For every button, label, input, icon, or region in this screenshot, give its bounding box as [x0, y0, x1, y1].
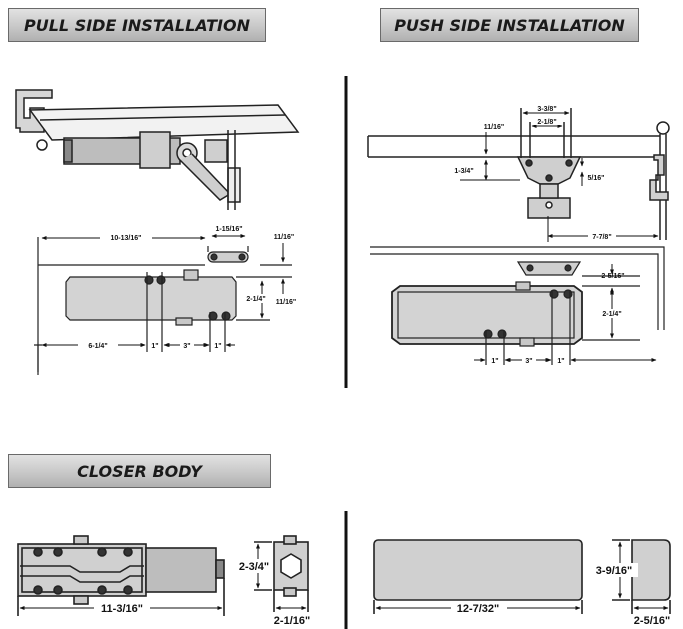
push-dim-label: 1-3/4"	[454, 168, 473, 175]
pull-dim-label: 1"	[151, 343, 158, 350]
push-dim-label: 5/16"	[588, 175, 605, 182]
push-side-template-labels: 2-5/16" 2-1/4" 1" 3" 1"	[489, 273, 626, 365]
pull-dim-label: 11/16"	[276, 299, 296, 306]
pull-dim-label: 1-15/16"	[215, 226, 242, 233]
pull-dim-label: 2-1/4"	[246, 296, 265, 303]
push-side-title: PUSH SIDE INSTALLATION	[380, 8, 639, 42]
push-side-top-view	[367, 108, 670, 240]
push-dim-label: 2-1/4"	[602, 311, 621, 318]
push-dim-label: 2-5/16"	[601, 273, 624, 280]
push-dim-label: 3"	[525, 358, 532, 365]
body-dim-label: 12-7/32"	[457, 603, 500, 615]
body-dim-label: 2-3/4"	[239, 561, 269, 573]
push-dim-label: 2-1/8"	[537, 119, 556, 126]
closer-body-end-view	[254, 535, 309, 612]
pull-side-top-view	[15, 89, 300, 210]
closer-body-side-view	[17, 535, 225, 616]
pull-dim-label: 10-13/16"	[111, 235, 142, 242]
closer-body-title: CLOSER BODY	[8, 454, 271, 488]
push-dim-label: 3-3/8"	[537, 106, 556, 113]
body-dim-label: 2-5/16"	[634, 615, 670, 627]
pull-dim-label: 6-1/4"	[88, 343, 107, 350]
pull-side-title: PULL SIDE INSTALLATION	[8, 8, 266, 42]
closer-cover-end-view	[612, 539, 671, 614]
body-dim-label: 11-3/16"	[101, 603, 143, 615]
pull-dim-label: 1"	[214, 343, 221, 350]
pull-side-template	[34, 237, 292, 375]
pull-dim-label: 11/16"	[274, 234, 294, 241]
push-dim-label: 7-7/8"	[592, 234, 611, 241]
body-dim-label: 3-9/16"	[596, 565, 632, 577]
closer-body-dimension-labels: 2-3/4" 11-3/16" 2-1/16" 3-9/16" 12-7/32"…	[94, 559, 670, 627]
closer-cover-side-view	[373, 539, 583, 614]
pull-dim-label: 3"	[183, 343, 190, 350]
body-dim-label: 2-1/16"	[274, 615, 310, 627]
push-dim-label: 1"	[491, 358, 498, 365]
push-dim-label: 11/16"	[484, 124, 504, 131]
push-side-template	[370, 246, 665, 365]
push-side-top-labels: 3-3/8" 2-1/8" 11/16" 1-3/4" 5/16" 7-7/8"	[454, 106, 616, 241]
push-dim-label: 1"	[557, 358, 564, 365]
pull-side-dimension-labels: 10-13/16" 1-15/16" 11/16" 2-1/4" 11/16" …	[78, 226, 296, 350]
